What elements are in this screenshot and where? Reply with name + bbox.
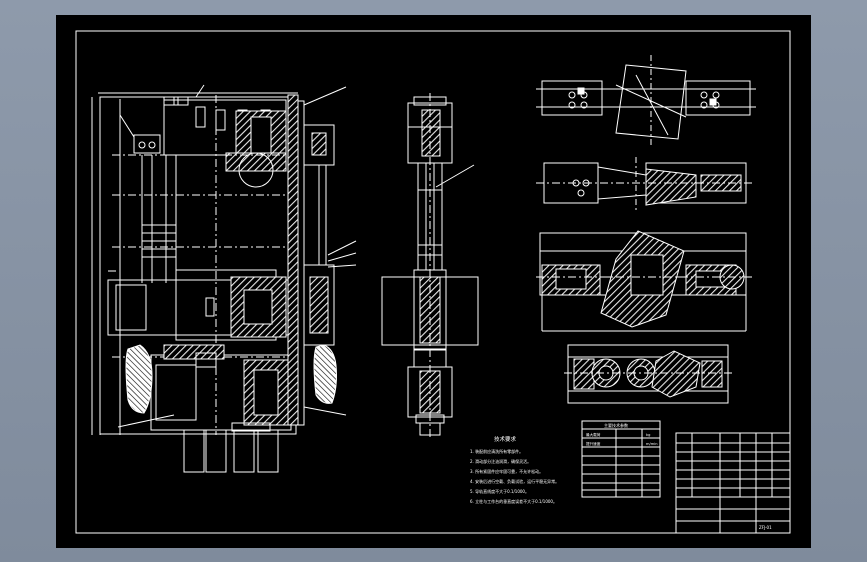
detail-view-d	[564, 344, 732, 404]
title-block-frame	[675, 432, 791, 534]
note-line: 5. 导轨直线度不大于0.1/1000。	[470, 488, 529, 494]
spec-cell: 提升速度	[586, 441, 601, 446]
technical-notes: 技术要求 1. 装配前应清洗所有零部件。 2. 滑动部分注油润滑，确保灵活。 3…	[470, 435, 559, 504]
note-line: 2. 滑动部分注油润滑，确保灵活。	[470, 458, 531, 464]
notes-title: 技术要求	[494, 435, 517, 443]
spec-cell: kg	[646, 433, 650, 437]
note-line: 1. 装配前应清洗所有零部件。	[470, 448, 523, 454]
drawing-canvas: 技术要求 1. 装配前应清洗所有零部件。 2. 滑动部分注油润滑，确保灵活。 3…	[75, 30, 791, 534]
note-line: 4. 安装后进行空载、负载试验，运行平稳无异常。	[470, 478, 559, 484]
detail-view-c	[536, 230, 754, 332]
spec-table: 主要技术参数 最大载荷 kg 提升速度 m/min	[586, 422, 658, 446]
note-line: 3. 所有紧固件应牢固可靠，不允许松动。	[470, 468, 543, 474]
spec-table-title: 主要技术参数	[604, 422, 628, 428]
drawing-sheet: 技术要求 1. 装配前应清洗所有零部件。 2. 滑动部分注油润滑，确保灵活。 3…	[56, 15, 811, 548]
title-block: ZFJ-01	[759, 525, 772, 530]
note-line: 6. 立柱与工作台的垂直度误差不大于0.1/1000。	[470, 498, 557, 504]
drawing-number: ZFJ-01	[759, 525, 772, 530]
spec-table-frame	[581, 420, 661, 498]
spec-cell: m/min	[646, 442, 658, 446]
drawing-border	[75, 30, 791, 534]
detail-view-a	[536, 55, 756, 145]
front-view	[91, 84, 357, 473]
detail-view-b	[536, 157, 754, 210]
spec-cell: 最大载荷	[586, 432, 601, 437]
side-view	[381, 93, 479, 440]
